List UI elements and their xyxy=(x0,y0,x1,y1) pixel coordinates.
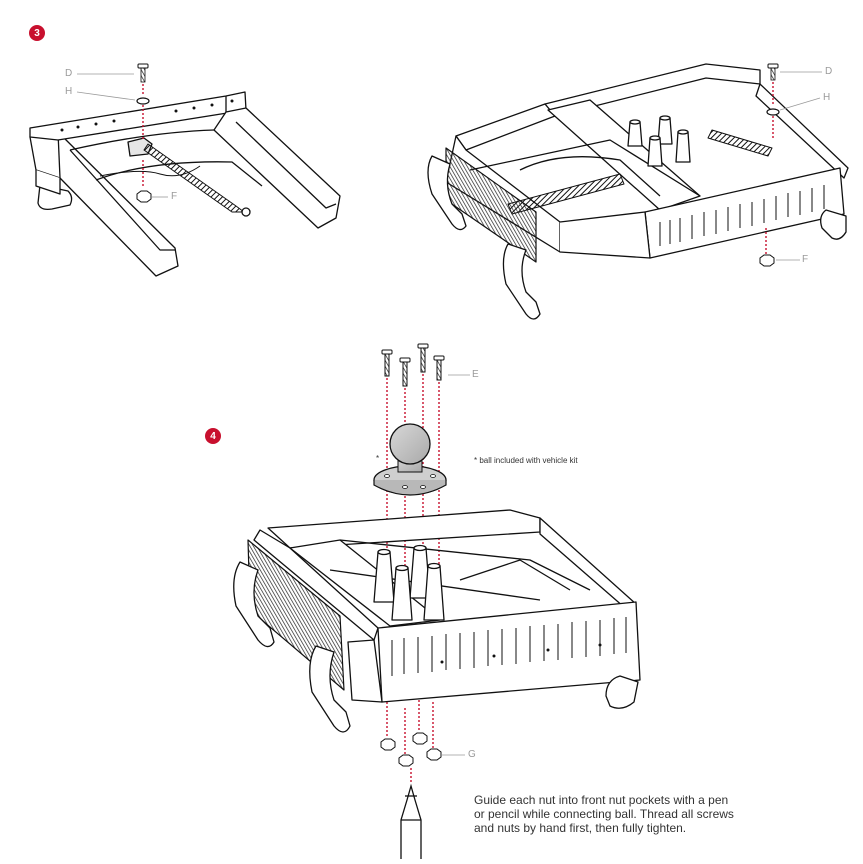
nut-instructions: Guide each nut into front nut pockets wi… xyxy=(474,793,734,835)
pen-illustration xyxy=(400,783,422,861)
screw-e xyxy=(417,343,429,373)
screw-e xyxy=(399,357,411,387)
callout-g: G xyxy=(468,749,476,760)
step-4-badge: 4 xyxy=(205,428,221,444)
washer-h-right xyxy=(766,108,780,116)
cradle-back-wall xyxy=(29,91,247,141)
callout-f-left: F xyxy=(171,191,178,202)
cradle-right-view xyxy=(427,63,849,320)
cradle-claw xyxy=(233,561,275,648)
step-3-badge: 3 xyxy=(29,25,45,41)
nut-g xyxy=(380,738,396,751)
screw-e xyxy=(381,349,393,377)
instruction-line: or pencil while connecting ball. Thread … xyxy=(474,807,734,821)
ball-mount xyxy=(373,423,447,496)
nut-f-right xyxy=(759,254,775,267)
instruction-line: and nuts by hand first, then fully tight… xyxy=(474,821,687,835)
callout-h-left: H xyxy=(65,86,73,97)
cradle-foot xyxy=(37,184,73,211)
cradle-claw xyxy=(309,645,351,733)
cradle-claw xyxy=(605,675,639,709)
ball-asterisk: * xyxy=(376,454,380,463)
callout-h-right: H xyxy=(823,92,831,103)
cradle-claw xyxy=(502,243,541,320)
cradle-front-wall xyxy=(377,601,641,703)
cradle-spring xyxy=(143,143,245,213)
screw-d-right xyxy=(767,63,779,81)
cradle-left-view xyxy=(29,91,341,277)
callout-e: E xyxy=(472,369,479,380)
nuts-g xyxy=(380,732,442,767)
cradle-step4-view xyxy=(233,509,641,733)
callout-d-right: D xyxy=(825,66,833,77)
ball-included-note: * ball included with vehicle kit xyxy=(474,456,578,465)
ball xyxy=(389,423,431,465)
screw-d-left xyxy=(137,63,149,83)
nut-f-left xyxy=(136,190,152,203)
cradle-claw xyxy=(820,209,847,240)
nut-g xyxy=(426,748,442,761)
cradle-arm-left xyxy=(29,131,179,277)
screws-e xyxy=(381,343,445,387)
nut-g xyxy=(412,732,428,745)
washer-h-left xyxy=(136,97,150,105)
callout-d-left: D xyxy=(65,68,73,79)
instruction-line: Guide each nut into front nut pockets wi… xyxy=(474,793,729,807)
callout-f-right: F xyxy=(802,254,809,265)
cradle-claw xyxy=(427,155,467,231)
nut-g xyxy=(398,754,414,767)
screw-e xyxy=(433,355,445,381)
